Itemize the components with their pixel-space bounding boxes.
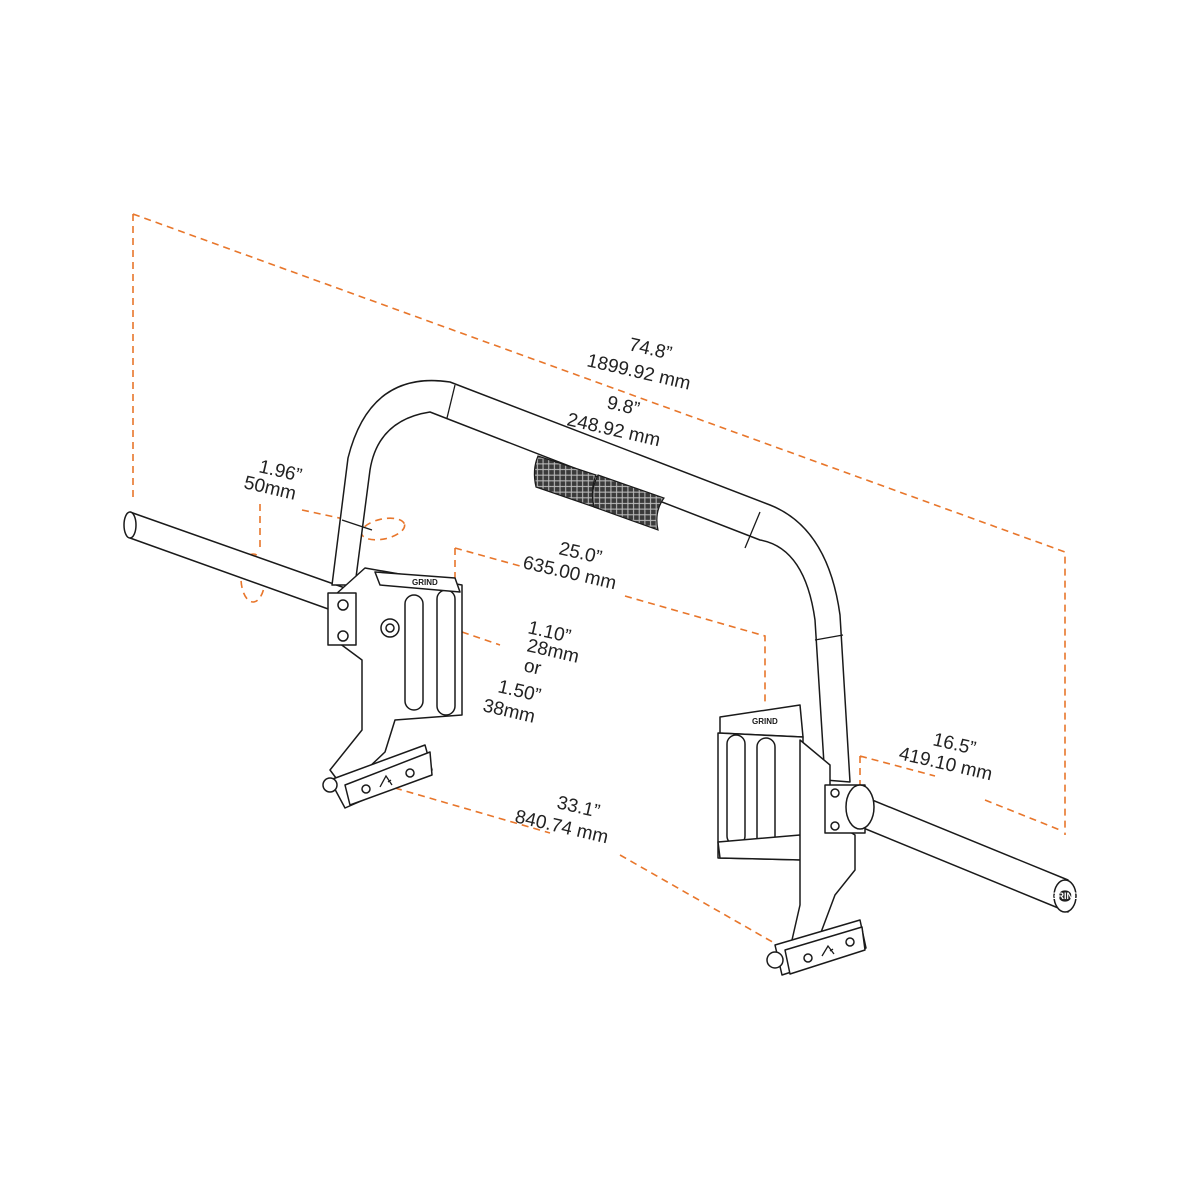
right-handle-bar-2[interactable] [756, 737, 776, 851]
right-handle-assembly: GRIND [717, 704, 875, 976]
right-collar-ring [845, 784, 875, 830]
bend-seam-left-top [446, 384, 456, 419]
mountain-logo-icon-right [821, 944, 835, 957]
right-collar-bolt-2 [830, 821, 840, 831]
handle-diameter-separator: or [522, 655, 544, 679]
right-handle-bar-1[interactable] [726, 734, 746, 846]
dimension-lines [132, 213, 1066, 945]
knurl-section-2 [592, 474, 665, 531]
bend-seam-right [814, 634, 844, 641]
left-top-plate [374, 571, 461, 593]
right-top-plate-brand: GRIND [752, 717, 778, 726]
left-collar-bolt-2 [337, 630, 349, 642]
trap-bar-frame: GRIND [123, 379, 1081, 913]
end-cap-brand: GRIND [1051, 891, 1081, 901]
sleeve-diameter-dim-line [259, 504, 359, 548]
left-sleeve [129, 511, 346, 616]
right-collar-bolt-1 [830, 788, 840, 798]
right-sleeve [855, 794, 1069, 913]
top-bar-tube [331, 379, 851, 783]
left-top-plate-brand: GRIND [412, 578, 438, 587]
left-handle-bar-1[interactable] [404, 594, 424, 711]
base-width-dim-line [394, 787, 777, 945]
mountain-logo-icon [379, 774, 393, 788]
sleeve-diameter-ellipse-top [360, 517, 406, 541]
left-handle-bar-2[interactable] [436, 589, 456, 716]
left-foot-bolt-1 [361, 784, 371, 794]
handle-spacing-dim-line [454, 547, 766, 702]
handle-diameter-dim-line [461, 631, 501, 646]
left-collar-bolt-1 [337, 599, 349, 611]
knurl-length-imperial: 9.8” [605, 392, 642, 420]
bend-seam-right-top [744, 511, 761, 549]
left-pivot-bolt-center [385, 623, 395, 633]
left-handle-assembly: GRIND [322, 567, 463, 809]
right-foot-bolt-1 [803, 953, 813, 963]
left-foot-bolt-2 [405, 768, 415, 778]
right-foot-knob [766, 951, 784, 969]
right-sleeve-end-cap [1058, 890, 1072, 902]
right-foot-bolt-2 [845, 937, 855, 947]
left-foot-knob [322, 777, 338, 793]
overall-length-dim-line [132, 213, 1066, 835]
left-sleeve-end [123, 511, 137, 539]
bend-seam-left [341, 519, 373, 531]
